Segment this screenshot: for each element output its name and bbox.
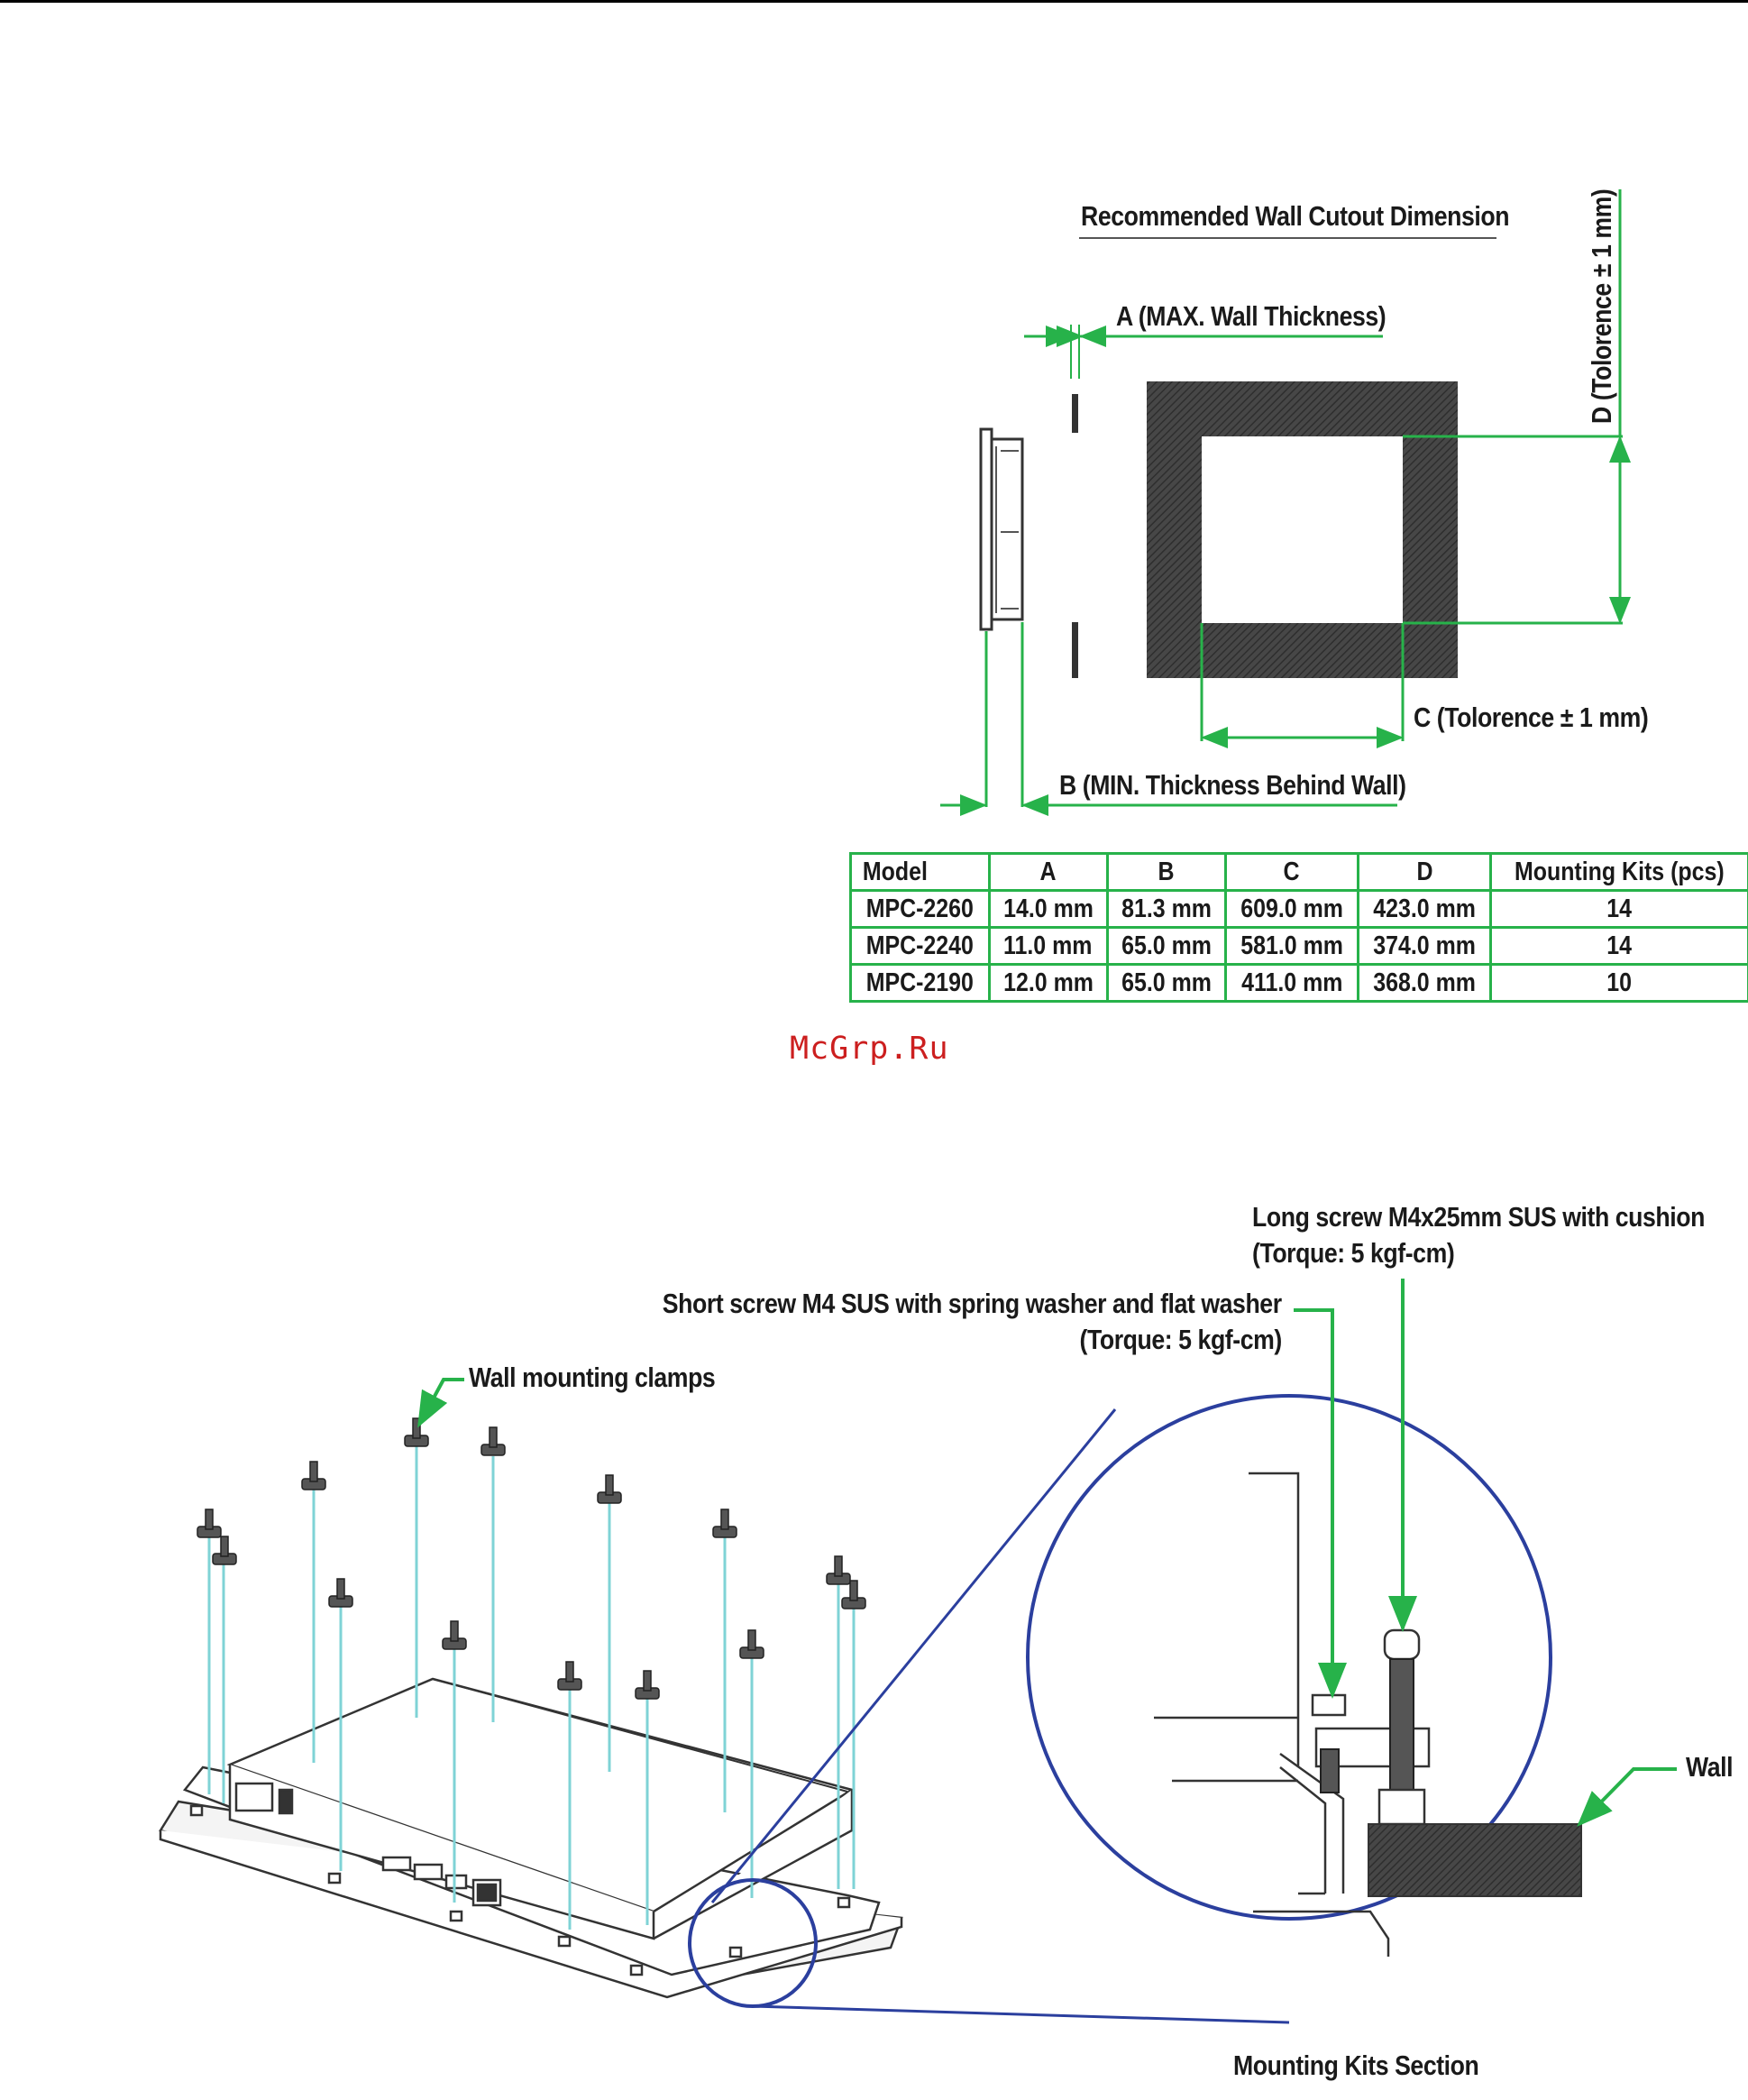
table-cell: 14.0 mm: [1002, 894, 1094, 923]
table-cell: 411.0 mm: [1240, 967, 1343, 997]
table-cell: 12.0 mm: [1002, 967, 1094, 997]
table-cell: 81.3 mm: [1121, 894, 1212, 923]
watermark: McGrp.Ru: [790, 1031, 949, 1067]
table-cell: 609.0 mm: [1240, 894, 1343, 923]
long-screw-label: Long screw M4x25mm SUS with cushion: [1252, 1201, 1705, 1233]
dimension-c-label: C (Tolorence ± 1 mm): [1414, 702, 1649, 733]
short-screw-head: [1311, 1693, 1347, 1717]
wall-mounting-clamp-icons: [197, 1417, 866, 1700]
detail-circle: [1026, 1394, 1552, 1921]
long-screw-shaft: [1389, 1658, 1414, 1795]
wall-block: [1368, 1823, 1582, 1897]
wall-section-bottom: [1072, 622, 1078, 678]
table-cell: 14: [1606, 894, 1633, 923]
short-screw-torque: (Torque: 5 kgf-cm): [1079, 1324, 1283, 1355]
section-title: Mounting Kits Section: [1233, 2050, 1479, 2081]
top-rule: [0, 0, 1748, 3]
table-cell: MPC-2190: [865, 967, 974, 997]
table-cell: MPC-2260: [865, 894, 974, 923]
wall-label: Wall: [1686, 1751, 1734, 1783]
table-header-cell: Mounting Kits (pcs): [1515, 857, 1725, 886]
table-row: MPC-2240 11.0 mm 65.0 mm 581.0 mm 374.0 …: [849, 926, 1748, 966]
short-screw-label: Short screw M4 SUS with spring washer an…: [663, 1288, 1282, 1319]
table-header-row: Model A B C D Mounting Kits (pcs): [849, 852, 1748, 892]
table-header-cell: C: [1283, 857, 1300, 886]
clamps-label: Wall mounting clamps: [469, 1362, 716, 1393]
table-header-cell: B: [1158, 857, 1175, 886]
table-cell: MPC-2240: [865, 931, 974, 960]
table-header-cell: D: [1416, 857, 1433, 886]
table-header-cell: Model: [862, 857, 928, 886]
long-screw-torque: (Torque: 5 kgf-cm): [1252, 1237, 1455, 1269]
table-cell: 581.0 mm: [1240, 931, 1343, 960]
table-row: MPC-2260 14.0 mm 81.3 mm 609.0 mm 423.0 …: [849, 889, 1748, 929]
dimension-a-label: A (MAX. Wall Thickness): [1116, 300, 1387, 332]
dimension-b-label: B (MIN. Thickness Behind Wall): [1059, 769, 1406, 801]
detail-section: [1154, 1472, 1390, 1957]
table-cell: 374.0 mm: [1373, 931, 1476, 960]
table-cell: 423.0 mm: [1373, 894, 1476, 923]
cushion: [1377, 1788, 1426, 1826]
table-cell: 10: [1606, 967, 1633, 997]
wall-section-top: [1072, 394, 1078, 433]
long-screw-head: [1383, 1628, 1421, 1661]
panel-isometric: [159, 1677, 903, 1999]
clamp-guides: [207, 1443, 856, 1930]
table-cell: 65.0 mm: [1121, 931, 1212, 960]
short-screw-shaft: [1320, 1748, 1340, 1793]
table-cell: 368.0 mm: [1373, 967, 1476, 997]
table-cell: 11.0 mm: [1003, 931, 1093, 960]
table-header-cell: A: [1039, 857, 1057, 886]
cutout-title: Recommended Wall Cutout Dimension: [1081, 200, 1510, 232]
cutout-opening: [1202, 436, 1403, 623]
dimension-table: Model A B C D Mounting Kits (pcs) MPC-22…: [849, 852, 1748, 1003]
table-cell: 14: [1606, 931, 1633, 960]
table-cell: 65.0 mm: [1121, 967, 1212, 997]
table-row: MPC-2190 12.0 mm 65.0 mm 411.0 mm 368.0 …: [849, 963, 1748, 1003]
